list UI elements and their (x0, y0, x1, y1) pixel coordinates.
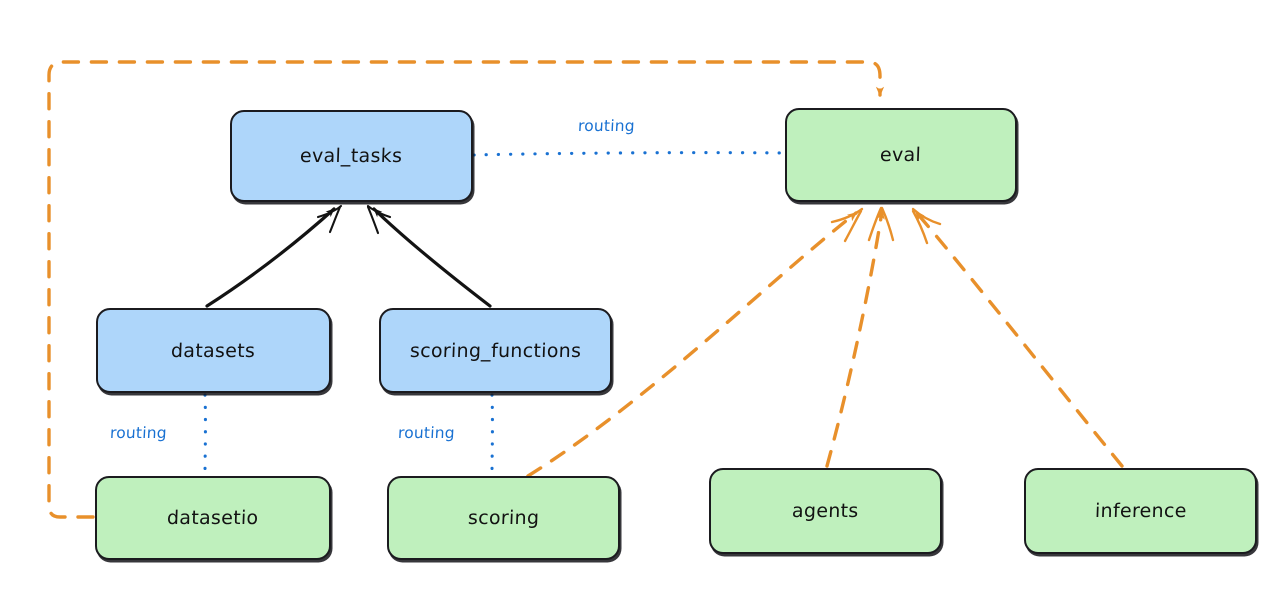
node-eval_tasks[interactable]: eval_tasks (230, 110, 473, 202)
node-scoring[interactable]: scoring (387, 476, 620, 560)
edge-datasets-to-eval_tasks (205, 204, 343, 308)
node-datasetio[interactable]: datasetio (95, 476, 331, 560)
node-inference[interactable]: inference (1024, 468, 1257, 554)
edge-agents-to-eval (825, 206, 895, 468)
node-label: scoring (467, 507, 540, 529)
node-eval[interactable]: eval (785, 108, 1017, 202)
node-datasets[interactable]: datasets (96, 308, 331, 393)
edge-scoring_functions-to-eval_tasks (366, 204, 492, 308)
node-agents[interactable]: agents (709, 468, 942, 554)
node-scoring_functions[interactable]: scoring_functions (379, 308, 612, 393)
edge-eval_tasks-to-eval (472, 151, 785, 157)
node-label: datasetio (166, 507, 260, 529)
node-label: inference (1094, 500, 1187, 522)
node-label: eval (880, 144, 922, 166)
edge-inference-to-eval (911, 207, 1124, 468)
node-label: scoring_functions (409, 339, 582, 362)
edge-label-routing-datasets: routing (109, 424, 168, 442)
node-label: eval_tasks (299, 145, 404, 167)
node-label: agents (791, 500, 860, 522)
edge-label-routing-scoring: routing (397, 424, 456, 442)
edge-datasetio-to-eval (47, 60, 885, 519)
edge-scoring-to-eval (526, 207, 864, 478)
node-label: datasets (171, 339, 256, 362)
edge-label-routing-eval: routing (577, 117, 636, 135)
